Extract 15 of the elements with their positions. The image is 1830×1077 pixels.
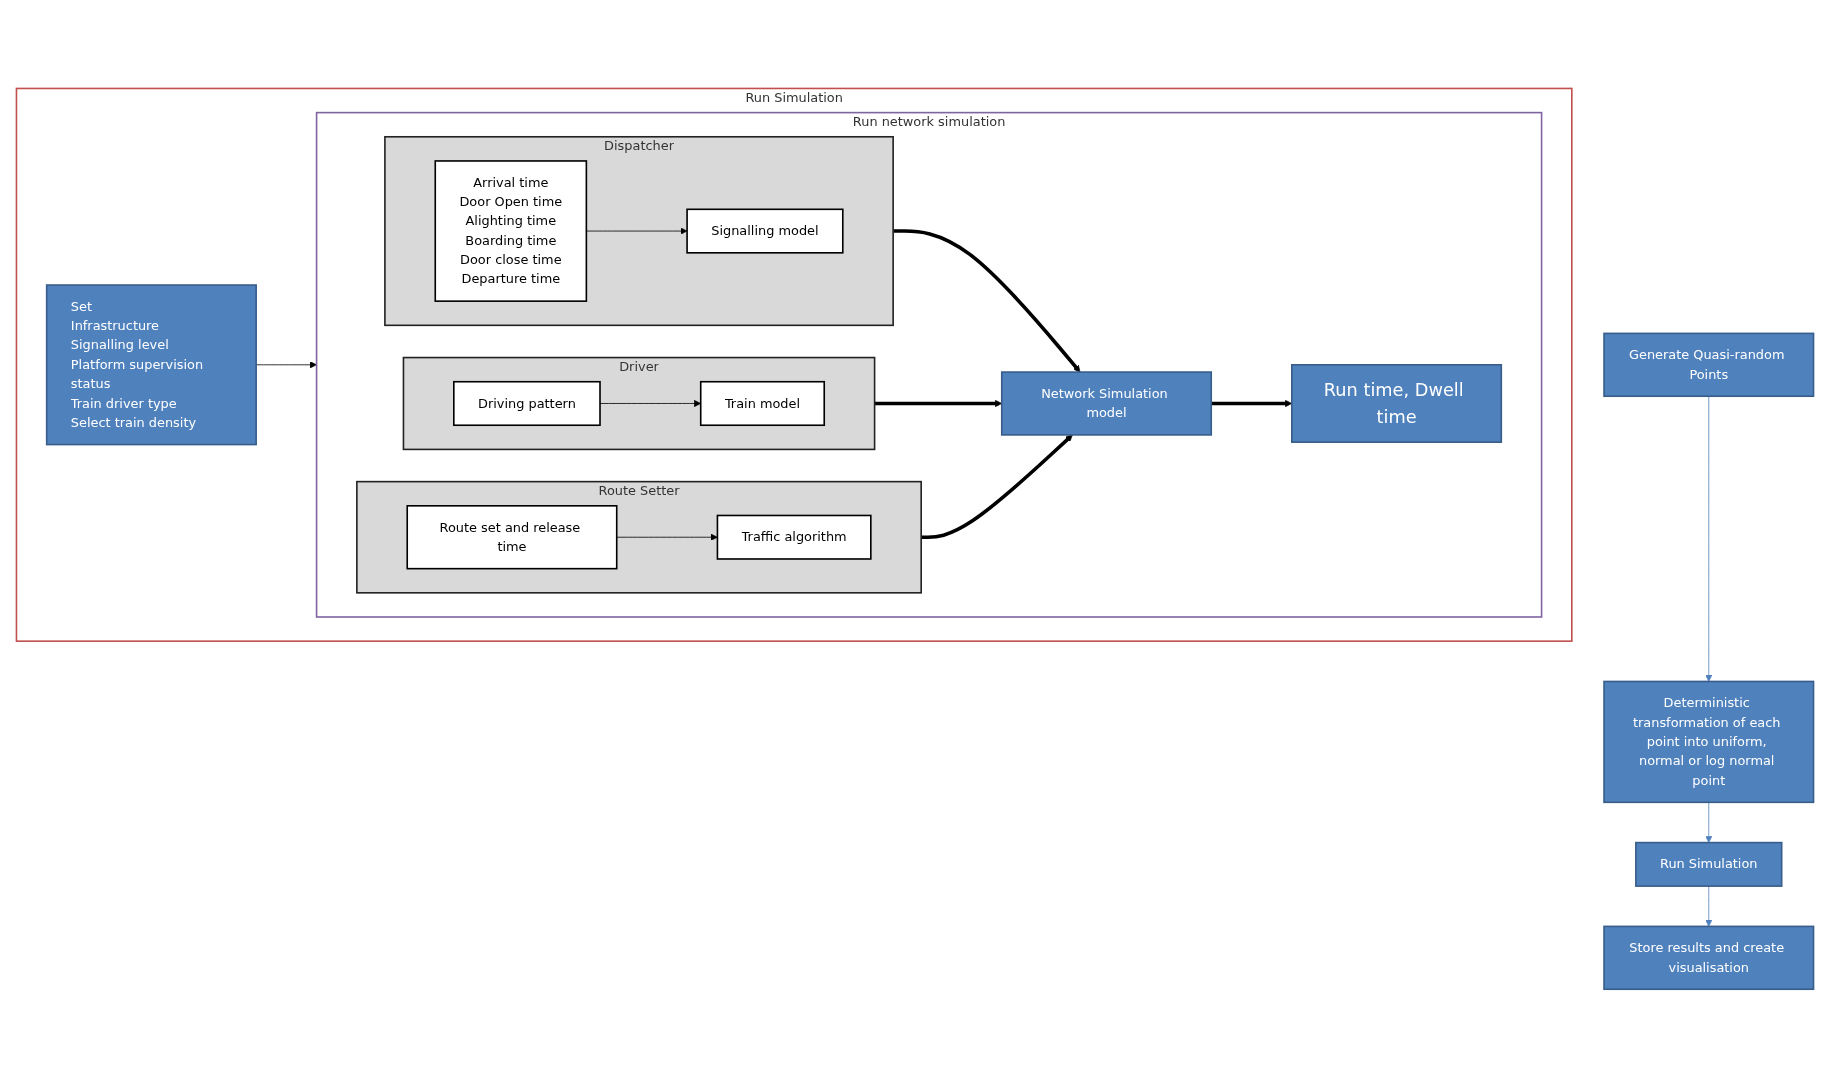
node-box: Driving pattern [453,380,601,426]
node-box: Set Infrastructure Signalling level Platform supervision status Train driver type Select train density [45,283,257,446]
node-box: Generate Quasi-random Points [1603,332,1815,397]
node-box: Arrival time Door Open time Alighting time Boarding time Door close time Departure time [434,159,588,302]
node-box: Run time, Dwell time [1291,363,1503,443]
arrow [921,434,1073,539]
node-box: Store results and create visualisation [1603,925,1815,990]
node-box: Deterministic transformation of each point into uniform, normal or log normal point [1603,680,1815,803]
node-box: Train model [699,380,826,426]
node-box: Network Simulation model [1000,370,1213,436]
node-box: Signalling model [686,208,844,254]
node-box: Traffic algorithm [716,514,872,560]
arrow [893,228,1081,373]
node-box: Route set and release time [406,504,618,570]
node-box: Run Simulation [1635,841,1783,887]
